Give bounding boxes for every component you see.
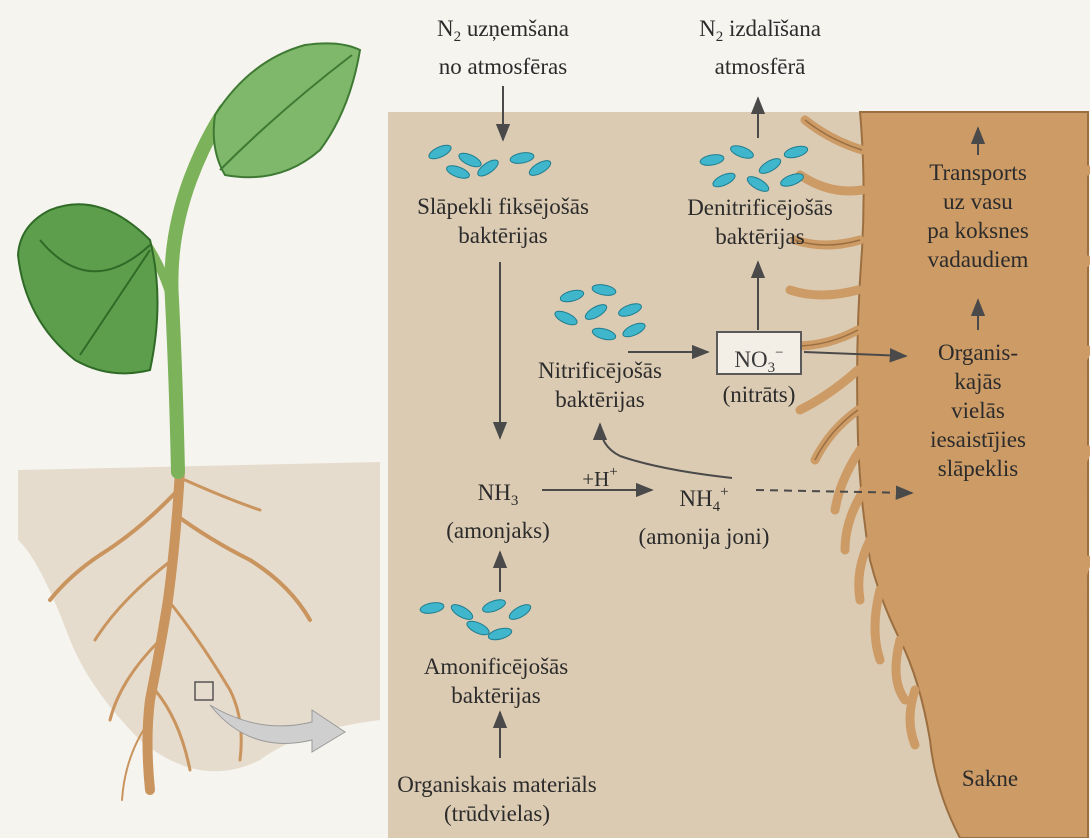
n2-uptake-label: N2 uzņemšana no atmosfēras (437, 14, 569, 81)
nitrate-box: NO3− (716, 331, 802, 375)
proton-label: +H+ (582, 458, 617, 494)
n2-release-label: N2 izdalīšana atmosfērā (699, 14, 821, 81)
denitrifying-bacteria-label: Denitrificējošās baktērijas (687, 193, 833, 251)
plant-stem (171, 110, 225, 472)
transport-label: Transports uz vasu pa koksnes vadaudiem (927, 158, 1029, 274)
ammonifying-bacteria-label: Amonificējošās baktērijas (424, 652, 568, 710)
organic-nitrogen-label: Organis- kajās vielās iesaistījies slāpe… (930, 338, 1026, 483)
root-label: Sakne (962, 764, 1018, 793)
fixing-bacteria-label: Slāpekli fiksējošās baktērijas (417, 192, 589, 250)
ammonium-label: NH4+ (amonija joni) (639, 478, 770, 551)
nitrate-name: (nitrāts) (723, 380, 796, 409)
ammonia-label: NH3 (amonjaks) (446, 478, 549, 545)
plant-leaf-right (214, 43, 360, 177)
nitrifying-bacteria-label: Nitrificējošās baktērijas (538, 356, 662, 414)
organic-material-label: Organiskais materiāls (trūdvielas) (397, 770, 597, 828)
plant-leaf-left (18, 204, 158, 373)
